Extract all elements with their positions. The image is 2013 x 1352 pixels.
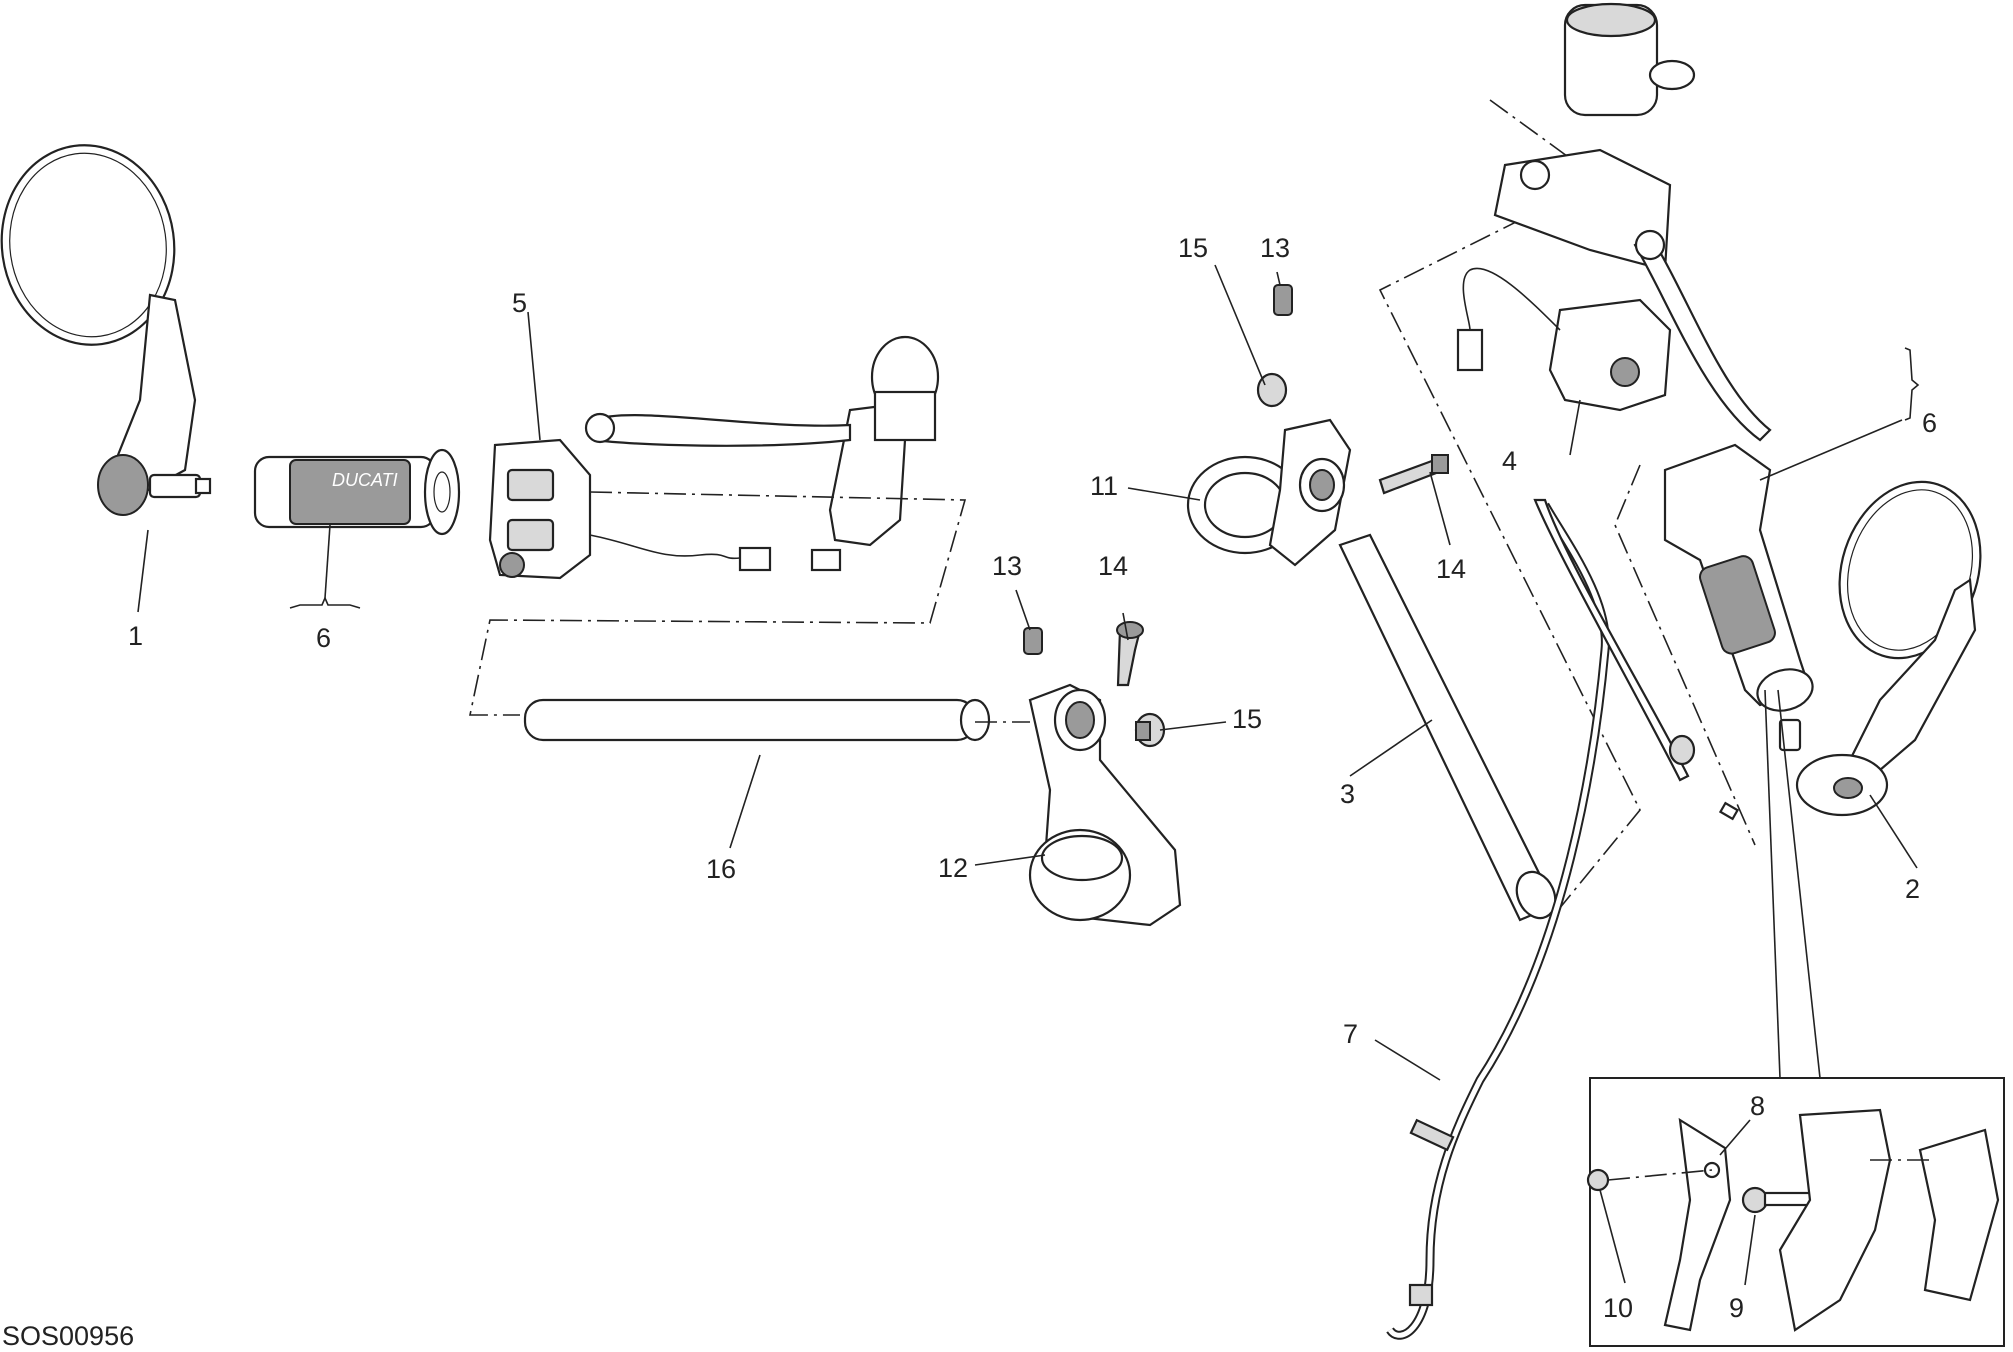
callout-15-right-clamp: 15 [1232, 704, 1262, 734]
throttle-cable [1386, 498, 1740, 1340]
callout-5: 5 [512, 288, 527, 318]
left-assembly-leader [469, 491, 967, 716]
right-assembly-leader [1378, 99, 1641, 921]
callout-leaders [137, 264, 1920, 1286]
right-handlebar-tube [1338, 533, 1557, 922]
callout-11: 11 [1090, 471, 1118, 501]
left-mirror [0, 144, 212, 516]
callout-14-right: 14 [1436, 554, 1466, 584]
callout-10: 10 [1603, 1293, 1633, 1323]
callout-6-right: 6 [1922, 408, 1937, 438]
callout-8: 8 [1750, 1091, 1765, 1121]
callout-16: 16 [706, 854, 736, 884]
callout-13-left: 13 [992, 551, 1022, 581]
callout-6-left: 6 [316, 623, 331, 653]
left-switch-assembly [488, 335, 940, 580]
callout-4: 4 [1502, 446, 1517, 476]
callout-9: 9 [1729, 1293, 1744, 1323]
drawing-reference: SOS00956 [2, 1321, 134, 1351]
callout-labels: 1 2 3 4 5 6 6 7 8 9 10 11 12 13 13 14 14… [128, 233, 1937, 1323]
left-handlebar-clamp [1023, 621, 1182, 927]
left-grip: DUCATI [253, 448, 461, 536]
callout-2: 2 [1905, 874, 1920, 904]
callout-15-top: 15 [1178, 233, 1208, 263]
callout-12: 12 [938, 853, 968, 883]
callout-3: 3 [1340, 779, 1355, 809]
right-handlebar-clamp [1186, 284, 1449, 567]
callout-1: 1 [128, 621, 143, 651]
right-grip [1663, 443, 1814, 712]
left-handlebar-tube [523, 698, 1030, 742]
right-mirror [1778, 480, 1982, 817]
callout-14-left: 14 [1098, 551, 1128, 581]
callout-13-right: 13 [1260, 233, 1290, 263]
grip-brand-label: DUCATI [332, 470, 398, 490]
callout-7: 7 [1343, 1019, 1358, 1049]
detail-inset-box [1586, 689, 2005, 1347]
right-switch-brake-assembly [1456, 2, 1772, 442]
